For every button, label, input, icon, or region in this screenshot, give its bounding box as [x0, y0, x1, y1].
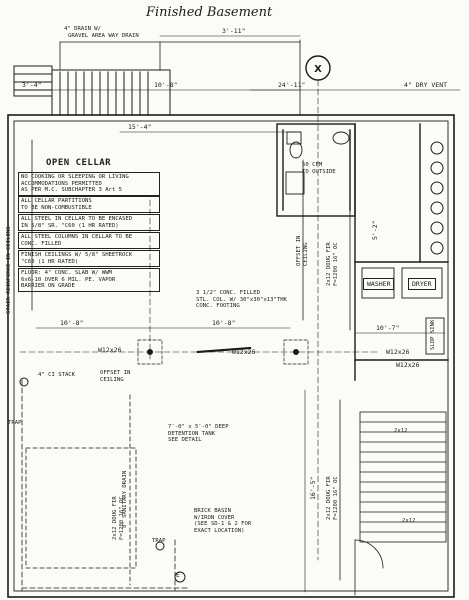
- column-note: 3 1/2" CONC. FILLED STL. COL. W/ 30"x30"…: [196, 290, 287, 310]
- joist-label-1: 2x12 DOUG FIR F=1200 16" OC: [326, 242, 339, 286]
- washer-label: WASHER: [363, 278, 395, 290]
- dimension-lines: [13, 35, 461, 593]
- laundry-walls: [354, 123, 449, 381]
- dim-h: 10'-7": [376, 324, 400, 332]
- dim-c: 24'-11": [278, 81, 306, 89]
- main-beam: [196, 346, 252, 354]
- basin-label: BRICK BASIN W/IRON COVER (SEE SD-1 & 2 F…: [194, 508, 252, 534]
- column-marker: X: [305, 55, 331, 81]
- note-steel: ALL STEEL IN CELLAR TO BE ENCASED IN 5/8…: [18, 214, 160, 232]
- dim-d: 15'-4": [128, 123, 152, 131]
- note-columns: ALL STEEL COLUMNS IN CELLAR TO BE CONC. …: [18, 232, 160, 250]
- beam-label-4: W12x26: [396, 361, 420, 369]
- fan-note: 50 CFM TO OUTSIDE: [302, 162, 336, 175]
- beam-label-2: W12x26: [232, 348, 256, 356]
- beam-label-3: W12x26: [386, 348, 410, 356]
- bathroom-fixtures: [285, 131, 350, 195]
- dim-a: 3'-4": [22, 81, 42, 89]
- offset-label: OFFSET IN CEILING: [100, 370, 131, 383]
- note-no-cooking: NO COOKING OR SLEEPING OR LIVING ACCOMMO…: [18, 172, 160, 196]
- stack-label: 4" CI STACK: [38, 372, 76, 378]
- dryer-label: DRYER: [408, 278, 436, 290]
- note-partitions: ALL CELLAR PARTITIONS TO BE NON-COMBUSTI…: [18, 196, 160, 214]
- beam-label-1: W12x26: [98, 346, 122, 354]
- tank-label: 7'-0" x 5'-0" DEEP DETENTION TANK SEE DE…: [168, 424, 229, 444]
- dim-e: 4" DRY VENT: [404, 81, 448, 89]
- col-marker-e: E: [176, 571, 180, 579]
- column-marker-letter: X: [314, 64, 322, 75]
- column-footings: [137, 339, 309, 365]
- offset-ceiling-label: OFFSET IN CEILING: [296, 235, 309, 266]
- areaway: [59, 39, 301, 116]
- stair-reinforce-label: STAIR REINFORCE IN CEILING: [6, 226, 12, 314]
- open-cellar-heading: OPEN CELLAR: [46, 158, 112, 168]
- lower-stair: [354, 411, 447, 596]
- note-ceilings: FINISH CEILINGS W/ 5/8" SHEETROCK "C60 (…: [18, 250, 160, 268]
- dim-b: 10'-8": [154, 81, 178, 89]
- note-floor: FLOOR: 4" CONC. SLAB W/ WWM 6x6-10 OVER …: [18, 268, 160, 292]
- sanitary-drain: [21, 379, 191, 591]
- trap-label-2: TRAP: [152, 538, 166, 544]
- foundation-walls: [7, 114, 455, 598]
- dim-i: 16'-5": [309, 476, 317, 500]
- dim-f: 10'-8": [60, 319, 84, 327]
- lintel-label-2: 2x12: [402, 518, 416, 524]
- trap-label-1: TRAP: [8, 420, 22, 426]
- lintel-label-1: 2x12: [394, 428, 408, 434]
- pier-circles: [430, 141, 444, 255]
- sink-label: SLOP SINK: [430, 319, 436, 350]
- drawing-title: Finished Basement: [146, 5, 273, 20]
- dim-top: 3'-11": [222, 27, 246, 35]
- detention-tank: [25, 394, 137, 586]
- joist-label-2: 2x12 DOUG FIR F=1200 16" OC: [326, 476, 339, 520]
- drain-label: 4" DRAIN W/: [64, 26, 102, 32]
- joist-arrows: [31, 139, 351, 581]
- drain-label-2: GRAVEL AREA WAY DRAIN: [68, 33, 139, 39]
- joist-label-3: 2x12 DOUG FIR F=1200 16" OC: [112, 496, 125, 540]
- top-stair-block: [13, 65, 171, 116]
- dim-g: 10'-8": [212, 319, 236, 327]
- dim-j: 5'-2": [371, 220, 379, 240]
